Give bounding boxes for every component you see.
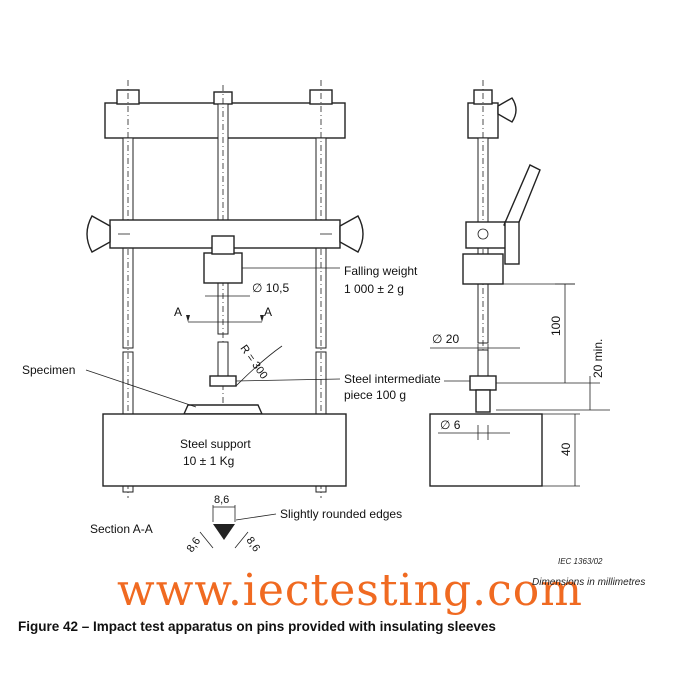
diameter-10-5-label: ∅ 10,5 <box>252 281 289 295</box>
side-falling-weight <box>462 253 504 285</box>
section-triangle <box>213 524 235 540</box>
dim-8-6-right: 8,6 <box>244 535 263 554</box>
radius-label: R = 300 <box>238 343 270 382</box>
dim-40-label: 40 <box>559 442 573 456</box>
right-wing-nut <box>339 215 364 253</box>
side-steel-support <box>429 413 543 487</box>
diameter-6-label: ∅ 6 <box>440 418 461 432</box>
specimen-shape <box>182 404 264 415</box>
specimen-label: Specimen <box>22 363 75 377</box>
dim-100-label: 100 <box>549 316 563 336</box>
section-mark-left: A <box>174 305 182 319</box>
iec-reference: IEC 1363/02 <box>558 557 603 566</box>
steel-support-label-1: Steel support <box>180 437 251 451</box>
steel-support-label-2: 10 ± 1 Kg <box>183 454 234 468</box>
dim-8-6-left: 8,6 <box>185 535 204 554</box>
watermark: www.iectesting.com <box>117 565 583 616</box>
falling-weight-label-1: Falling weight <box>344 264 418 278</box>
left-wing-nut <box>86 215 111 253</box>
side-wing-nut <box>497 97 517 123</box>
section-mark-right: A <box>264 305 272 319</box>
falling-weight-label-2: 1 000 ± 2 g <box>344 282 404 296</box>
dim-8-6-top: 8,6 <box>214 494 229 506</box>
steel-intermediate-label-2: piece 100 g <box>344 388 406 402</box>
steel-support <box>102 413 347 487</box>
figure-caption: Figure 42 – Impact test apparatus on pin… <box>18 619 496 634</box>
section-aa-label: Section A-A <box>90 522 153 536</box>
steel-intermediate-label-1: Steel intermediate <box>344 372 441 386</box>
falling-weight <box>203 252 243 284</box>
intermediate-piece <box>209 375 237 387</box>
rounded-edges-label: Slightly rounded edges <box>280 507 402 521</box>
dim-20-min-label: 20 min. <box>591 339 605 378</box>
dimensions-note: Dimensions in millimetres <box>532 577 646 588</box>
diameter-20-label: ∅ 20 <box>432 332 459 346</box>
